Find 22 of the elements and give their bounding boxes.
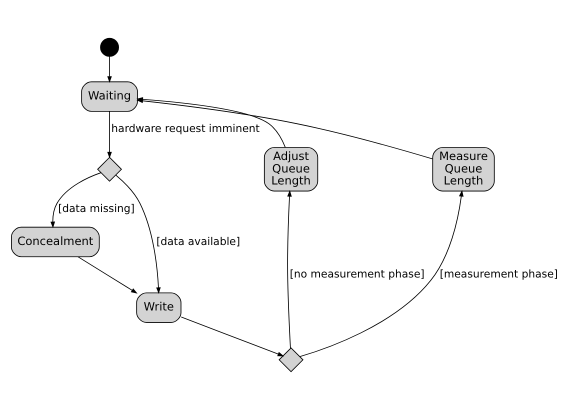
node-box: Adjust Queue Length (264, 147, 318, 192)
arrow (107, 111, 112, 158)
edge-label: [data available] (156, 234, 240, 248)
arrow (78, 256, 138, 294)
edge-label: hardware request imminent (111, 122, 260, 136)
node-box: Measure Queue Length (432, 147, 495, 192)
edge-label: [data missing] (58, 202, 135, 215)
node-box: Waiting (81, 81, 138, 112)
arrow (180, 316, 284, 356)
node-diamond (97, 156, 122, 182)
arrow (287, 190, 292, 349)
node-circle (100, 38, 119, 57)
node-diamond (278, 347, 304, 372)
arrow (50, 172, 102, 228)
arrow (115, 174, 161, 294)
node-box: Write (136, 292, 182, 323)
arrow (299, 190, 464, 358)
edge-label: [measurement phase] (440, 268, 558, 281)
node-box: Concealment (11, 226, 100, 258)
arrow (107, 56, 112, 83)
arrow (136, 98, 433, 160)
edge-label: [no measurement phase] (290, 268, 425, 281)
